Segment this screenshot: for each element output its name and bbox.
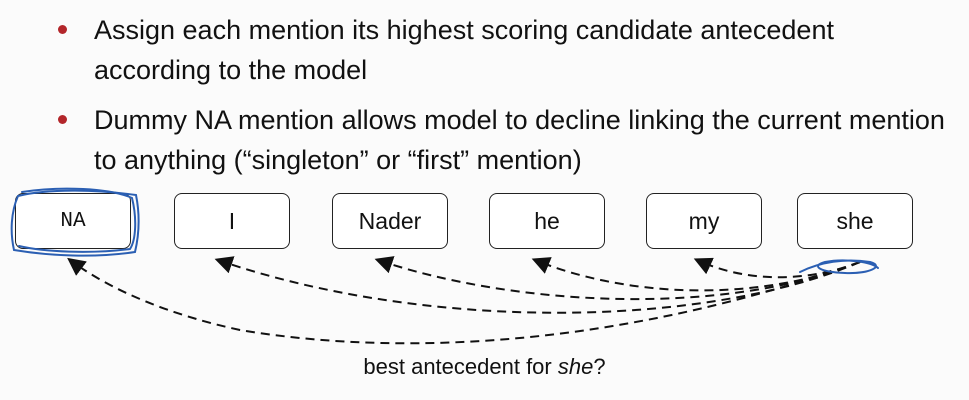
bullet-dot-icon [58,115,67,124]
arrow-she-to-na [67,257,861,345]
mention-label: Nader [358,207,422,234]
bullet-item: Dummy NA mention allows model to decline… [58,100,958,180]
caption-suffix: ? [593,354,606,379]
arrow-she-to-nader [374,256,861,301]
mention-box-na: NA [15,193,131,249]
mention-label: he [534,207,560,234]
arrow-she-to-i [214,256,861,314]
mention-box-my: my [646,193,762,249]
she-scribble-annotation [799,259,879,275]
mention-label: my [688,207,720,234]
mention-box-i: I [174,193,290,249]
diagram-caption: best antecedent for she? [0,354,969,380]
mention-label: I [228,207,236,234]
arrow-she-to-he [531,257,861,292]
caption-prefix: best antecedent for [363,354,558,379]
bullet-item: Assign each mention its highest scoring … [58,10,958,90]
bullet-list: Assign each mention its highest scoring … [58,10,958,190]
mention-box-nader: Nader [332,193,448,249]
mention-box-she: she [797,193,913,249]
bullet-text: Dummy NA mention allows model to decline… [94,105,945,175]
mention-label: NA [60,209,86,233]
bullet-dot-icon [58,25,67,34]
caption-emphasis: she [557,354,594,379]
arrow-she-to-my [693,257,861,279]
na-circle-annotation [10,189,140,257]
bullet-text: Assign each mention its highest scoring … [94,15,834,85]
mention-box-he: he [489,193,605,249]
na-circle-annotation-2 [18,187,137,253]
mention-label: she [836,207,874,234]
